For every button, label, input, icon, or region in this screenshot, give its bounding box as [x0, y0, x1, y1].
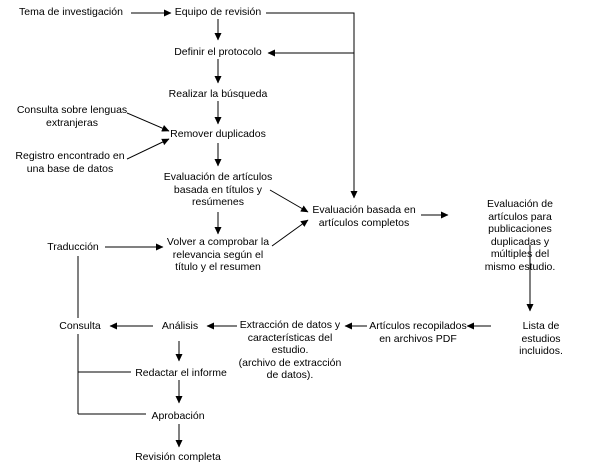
arrow-eval-titulos-to-eval-completos [269, 189, 309, 213]
arrow-equipo-to-eval-completos [266, 12, 358, 199]
arrow-lenguas-to-duplicados [126, 112, 170, 132]
node-tema: Tema de investigación [19, 6, 123, 18]
node-lenguas: Consulta sobre lenguas extranjeras [16, 104, 128, 129]
arrow-relevancia-to-eval-completos [271, 219, 309, 247]
node-aprobacion: Aprobación [151, 410, 205, 422]
node-busqueda: Realizar la búsqueda [168, 88, 268, 100]
node-equipo: Equipo de revisión [174, 6, 262, 18]
node-recopilados: Artículos recopilados en archivos PDF [369, 320, 467, 345]
node-eval-duplicadas: Evaluación de artículos para publicacion… [484, 198, 556, 273]
node-relevancia: Volver a comprobar la relevancia según e… [166, 236, 270, 273]
node-lista: Lista de estudios incluidos. [519, 320, 563, 357]
node-revision-completa: Revisión completa [135, 451, 221, 463]
node-eval-titulos: Evaluación de artículos basada en título… [163, 171, 273, 208]
node-registro: Registro encontrado en una base de datos [15, 150, 125, 175]
node-eval-completos: Evaluación basada en artículos completos [312, 204, 416, 229]
node-protocolo: Definir el protocolo [174, 46, 262, 58]
node-extraccion: Extracción de datos y características de… [238, 319, 342, 381]
node-traduccion: Traducción [47, 241, 99, 253]
node-analisis: Análisis [161, 320, 199, 332]
node-consulta: Consulta [59, 320, 101, 332]
node-redactar: Redactar el informe [135, 367, 227, 379]
node-duplicados: Remover duplicados [170, 128, 266, 140]
arrow-registro-to-duplicados [126, 138, 170, 160]
